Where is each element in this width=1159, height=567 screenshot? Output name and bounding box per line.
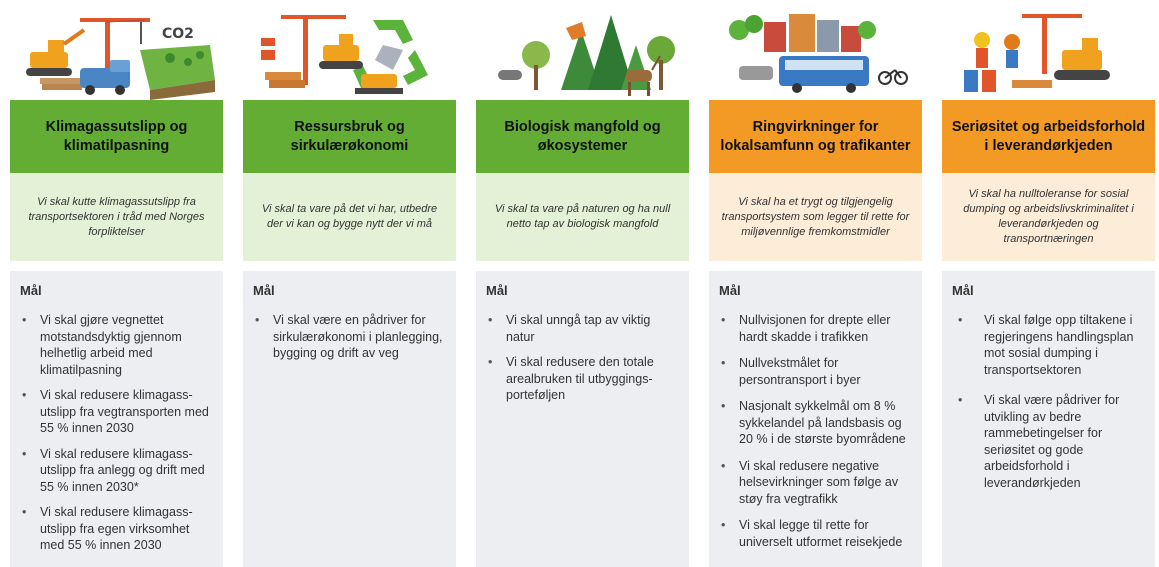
list-item: Vi skal være pådriver for utvikling av b… <box>952 392 1145 491</box>
goals-panel: Mål Vi skal unngå tap av viktig natur Vi… <box>476 271 689 567</box>
section-goal: Vi skal ha nulltoleranse for sosial dump… <box>942 173 1155 261</box>
column-biodiversity: Biologisk mangfold og økosystemer Vi ska… <box>476 0 689 567</box>
recycling-construction-icon <box>243 0 456 100</box>
list-item: Vi skal redusere den totale arealbruken … <box>486 354 679 404</box>
goals-panel: Mål Nullvisjonen for drepte eller hardt … <box>709 271 922 567</box>
workers-road-roller-icon <box>942 0 1155 100</box>
svg-text:CO2: CO2 <box>162 26 194 42</box>
list-item: Nullvekstmålet for persontransport i bye… <box>719 355 912 388</box>
column-supplychain: Seriøsitet og arbeidsforhold i leverandø… <box>942 0 1155 567</box>
goals-panel: Mål Vi skal gjøre vegnettet motstandsdyk… <box>10 271 223 567</box>
goals-heading: Mål <box>20 283 42 298</box>
city-bus-bicycle-icon <box>709 0 922 100</box>
list-item: Vi skal være en pådriver for sirkulærøko… <box>253 312 446 362</box>
goals-heading: Mål <box>719 283 741 298</box>
section-title: Ringvirkninger for lokalsamfunn og trafi… <box>709 100 922 173</box>
list-item: Vi skal redusere klimagass-utslipp fra v… <box>20 387 213 437</box>
goals-panel: Mål Vi skal være en pådriver for sirkulæ… <box>243 271 456 567</box>
list-item: Vi skal følge opp tiltakene i regjeringe… <box>952 312 1145 378</box>
column-climate: CO2 Klimagassutslipp og klimatilpasning … <box>10 0 223 567</box>
list-item: Vi skal redusere negative helsevirkninge… <box>719 458 912 508</box>
list-item: Vi skal redusere klimagass-utslipp fra a… <box>20 446 213 496</box>
construction-excavator-truck-co2-icon: CO2 <box>10 0 223 100</box>
goals-panel: Mål Vi skal følge opp tiltakene i regjer… <box>942 271 1155 567</box>
list-item: Vi skal legge til rette for universelt u… <box>719 517 912 550</box>
goals-heading: Mål <box>486 283 508 298</box>
forest-animals-icon <box>476 0 689 100</box>
section-goal: Vi skal ta vare på naturen og ha null ne… <box>476 173 689 261</box>
goals-heading: Mål <box>253 283 275 298</box>
list-item: Nasjonalt sykkelmål om 8 % sykkelandel p… <box>719 398 912 448</box>
section-goal: Vi skal ha et trygt og tilgjengelig tran… <box>709 173 922 261</box>
section-title: Biologisk mangfold og økosystemer <box>476 100 689 173</box>
list-item: Vi skal redusere klimagass-utslipp fra e… <box>20 504 213 554</box>
column-resources: Ressursbruk og sirkulærøkonomi Vi skal t… <box>243 0 456 567</box>
goals-heading: Mål <box>952 283 974 298</box>
section-title: Klimagassutslipp og klimatilpasning <box>10 100 223 173</box>
list-item: Vi skal unngå tap av viktig natur <box>486 312 679 345</box>
section-goal: Vi skal ta vare på det vi har, utbedre d… <box>243 173 456 261</box>
list-item: Nullvisjonen for drepte eller hardt skad… <box>719 312 912 345</box>
section-title: Ressursbruk og sirkulærøkonomi <box>243 100 456 173</box>
list-item: Vi skal gjøre vegnettet motstandsdyktig … <box>20 312 213 378</box>
section-title: Seriøsitet og arbeidsforhold i leverandø… <box>942 100 1155 173</box>
column-community: Ringvirkninger for lokalsamfunn og trafi… <box>709 0 922 567</box>
section-goal: Vi skal kutte klimagassutslipp fra trans… <box>10 173 223 261</box>
